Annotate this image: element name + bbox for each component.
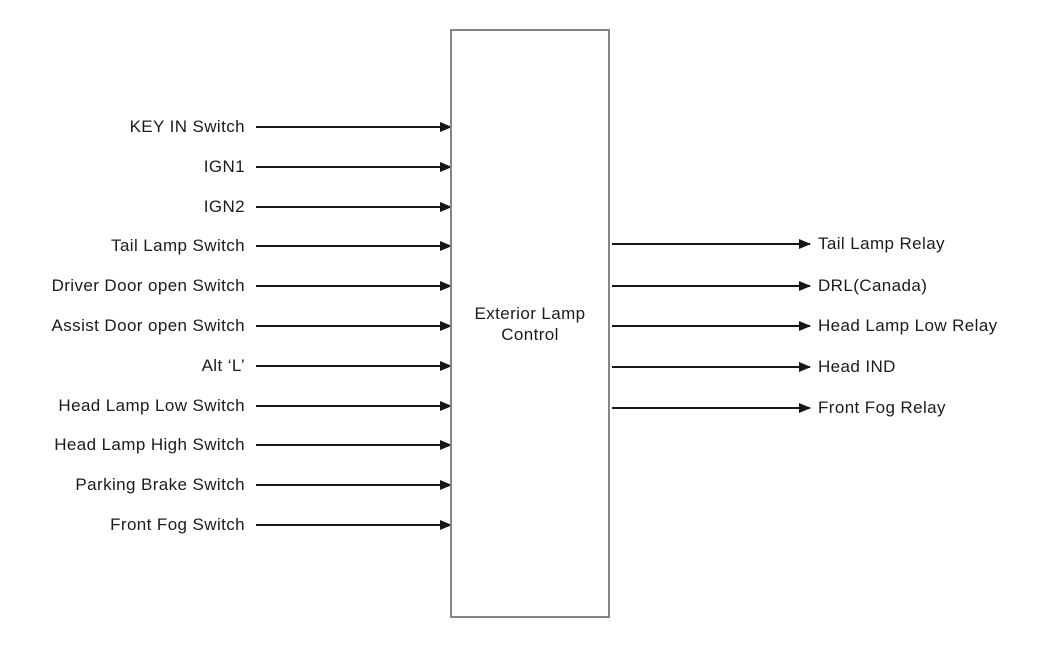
input-label-tail-lamp-switch: Tail Lamp Switch	[111, 236, 245, 255]
input-arrow-icon	[256, 365, 451, 367]
exterior-lamp-control-block: Exterior Lamp Control	[450, 29, 610, 618]
output-label-head-lamp-low-relay: Head Lamp Low Relay	[818, 316, 998, 335]
output-arrow-icon	[612, 325, 810, 327]
input-arrow-icon	[256, 524, 451, 526]
output-label-front-fog-relay: Front Fog Relay	[818, 398, 946, 417]
output-arrow-icon	[612, 243, 810, 245]
block-title-line1: Exterior Lamp	[474, 303, 586, 323]
output-label-tail-lamp-relay: Tail Lamp Relay	[818, 234, 945, 253]
input-label-ign1: IGN1	[203, 157, 245, 176]
input-arrow-icon	[256, 444, 451, 446]
input-arrow-icon	[256, 484, 451, 486]
input-label-key-in-switch: KEY IN Switch	[129, 117, 245, 136]
output-arrow-icon	[612, 285, 810, 287]
input-label-ign2: IGN2	[203, 197, 245, 216]
input-arrow-icon	[256, 325, 451, 327]
input-label-alt-l: Alt ‘L’	[201, 356, 245, 375]
block-title-line2: Control	[501, 324, 559, 344]
input-label-driver-door-open-switch: Driver Door open Switch	[51, 276, 245, 295]
input-arrow-icon	[256, 245, 451, 247]
input-arrow-icon	[256, 206, 451, 208]
input-arrow-icon	[256, 285, 451, 287]
input-arrow-icon	[256, 405, 451, 407]
input-label-front-fog-switch: Front Fog Switch	[110, 515, 245, 534]
output-label-drl-canada: DRL(Canada)	[818, 276, 928, 295]
input-label-head-lamp-high-switch: Head Lamp High Switch	[54, 435, 245, 454]
input-label-assist-door-open-switch: Assist Door open Switch	[51, 316, 245, 335]
output-arrow-icon	[612, 366, 810, 368]
input-label-parking-brake-switch: Parking Brake Switch	[75, 475, 245, 494]
input-arrow-icon	[256, 126, 451, 128]
output-label-head-ind: Head IND	[818, 357, 896, 376]
input-label-head-lamp-low-switch: Head Lamp Low Switch	[58, 396, 245, 415]
output-arrow-icon	[612, 407, 810, 409]
input-arrow-icon	[256, 166, 451, 168]
